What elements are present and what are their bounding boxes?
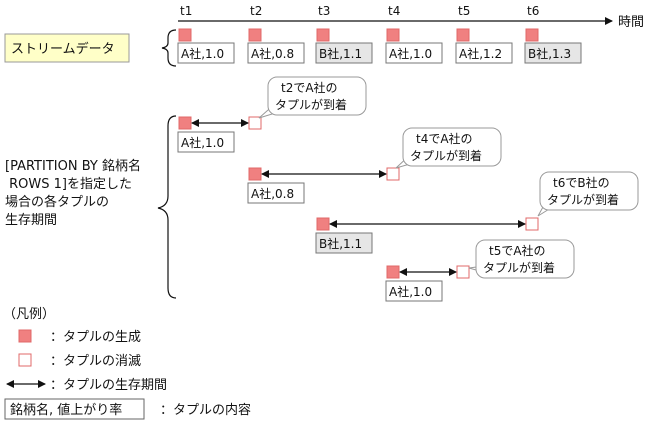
legend-content-text: ：タプルの内容 — [160, 402, 251, 418]
tuple-text: A社,1.2 — [459, 46, 502, 61]
tuple-box — [524, 42, 582, 64]
lifetime-label-line-3: 場合の各タプルの — [5, 194, 109, 210]
tuple-created-square — [456, 28, 470, 42]
legend-lifetime-text: ：タプルの生存期間 — [50, 378, 167, 393]
tuple-created-square — [248, 167, 262, 181]
tuple-created-square — [316, 28, 330, 42]
time-axis-label: 時間 — [618, 15, 644, 30]
callout-line-2: タプルが到着 — [275, 97, 347, 112]
legend-destroyed-square — [18, 353, 32, 367]
legend-destroyed-text: ：タプルの消滅 — [50, 354, 141, 369]
stream-label-box — [4, 33, 130, 63]
stream-tuple: A社,1.0 — [177, 28, 235, 64]
tick-label-t4: t4 — [388, 4, 400, 18]
legend-content-sample: 銘柄名, 値上がり率 — [10, 402, 122, 418]
legend-title: （凡例） — [3, 307, 55, 322]
tick-label-t6: t6 — [527, 4, 539, 18]
tuple-text: B社,1.3 — [528, 46, 571, 61]
lifetime-label-line-2: ROWS 1]を指定した — [5, 177, 132, 192]
tuple-box — [247, 182, 305, 204]
stream-label: ストリームデータ — [11, 41, 115, 57]
tuple-destroyed-square — [248, 116, 262, 130]
tuple-text: A社,0.8 — [251, 46, 294, 61]
stream-tuple: B社,1.3 — [524, 28, 582, 64]
tick-label-t5: t5 — [458, 4, 470, 18]
tick-label-t3: t3 — [318, 4, 330, 18]
lifetime-rows: A社,1.0t2でA社のタプルが到着A社,0.8t4でA社のタプルが到着B社,1… — [177, 76, 639, 302]
tuple-destroyed-square — [525, 217, 539, 231]
tuple-text: A社,1.0 — [181, 135, 224, 150]
callout-line-1: t2でA社の — [281, 80, 338, 95]
callout-box — [267, 76, 367, 116]
tuple-text: A社,1.0 — [389, 46, 432, 61]
stream-tuple: A社,1.0 — [385, 28, 443, 64]
tuple-box — [455, 42, 513, 64]
callout-line-1: t5でA社の — [489, 243, 546, 258]
callout-line-1: t6でB社の — [553, 175, 610, 190]
tuple-created-square — [525, 28, 539, 42]
tuple-box — [315, 232, 373, 254]
stream-tuple: A社,1.2 — [455, 28, 513, 64]
tuple-box — [385, 42, 443, 64]
tuple-created-square — [248, 28, 262, 42]
callout-line-2: タプルが到着 — [410, 148, 482, 163]
tuple-box — [177, 42, 235, 64]
time-ticks: t1 t2 t3 t4 t5 t6 — [180, 4, 539, 18]
stream-tuple: A社,0.8 — [247, 28, 305, 64]
stream-tuple: B社,1.1 — [315, 28, 373, 64]
stream-brace — [161, 29, 177, 67]
tuple-created-square — [178, 28, 192, 42]
callout-box — [475, 239, 575, 279]
tuple-text: A社,1.0 — [181, 46, 224, 61]
tuple-text: A社,0.8 — [251, 186, 294, 201]
callout-line-2: タプルが到着 — [483, 260, 555, 275]
tick-label-t2: t2 — [250, 4, 262, 18]
tuple-box — [315, 42, 373, 64]
tuple-created-square — [386, 265, 400, 279]
tuple-text: B社,1.1 — [319, 46, 362, 61]
legend-created-square — [18, 329, 32, 343]
stream-tuples: A社,1.0 A社,0.8 B社,1.1 A社,1.0 A社,1.2 B社,1.3 — [177, 28, 582, 64]
callout-box — [539, 171, 639, 211]
tuple-created-square — [386, 28, 400, 42]
tuple-box — [177, 131, 235, 153]
tuple-box — [247, 42, 305, 64]
lifetime-label-line-1: [PARTITION BY 銘柄名 — [5, 158, 141, 174]
tuple-created-square — [178, 116, 192, 130]
tuple-text: B社,1.1 — [319, 236, 362, 251]
tuple-text: A社,1.0 — [389, 284, 432, 299]
callout-line-1: t4でA社の — [416, 131, 473, 146]
tick-label-t1: t1 — [180, 4, 192, 18]
tuple-destroyed-square — [456, 265, 470, 279]
lifetime-brace — [157, 115, 177, 299]
legend-content-sample-box — [4, 398, 145, 420]
tuple-box — [385, 280, 443, 302]
callout-line-2: タプルが到着 — [547, 192, 619, 207]
legend-created-text: ：タプルの生成 — [50, 330, 141, 345]
tuple-created-square — [316, 217, 330, 231]
tuple-destroyed-square — [386, 167, 400, 181]
lifetime-label-line-4: 生存期間 — [5, 213, 57, 228]
callout-box — [402, 127, 502, 167]
